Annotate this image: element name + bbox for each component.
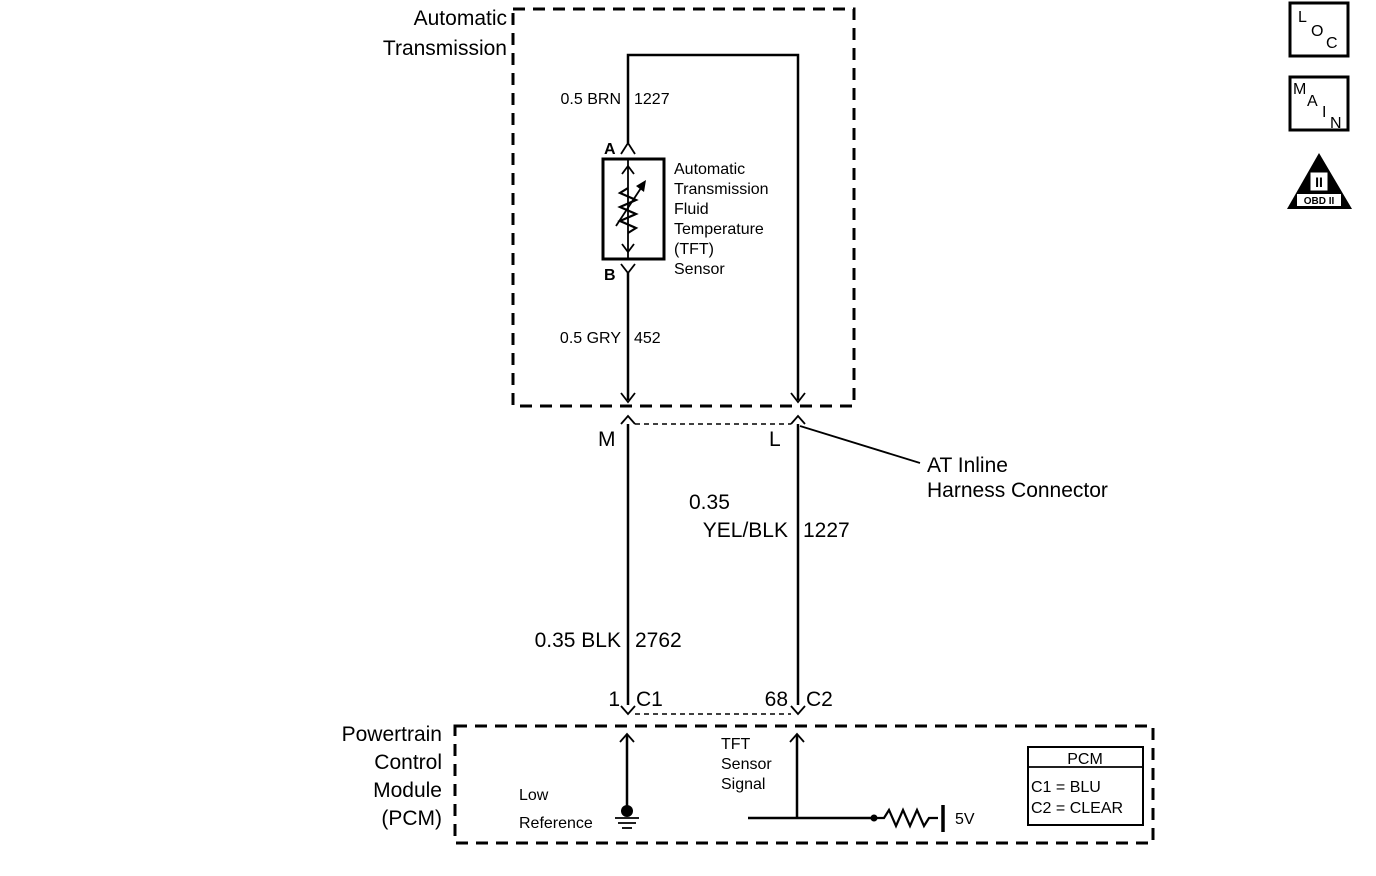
low-ref-arrow (619, 732, 635, 743)
low-ref-label-2: Reference (519, 815, 593, 832)
transmission-title-line1: Automatic (414, 7, 507, 30)
wire-blk-gauge: 0.35 BLK (535, 629, 621, 652)
pcm-pin-1: 1 (608, 688, 620, 711)
pcm-legend-c1: C1 = BLU (1031, 779, 1101, 796)
obd-badge[interactable]: II OBD II (1287, 153, 1352, 209)
transmission-enclosure (511, 7, 856, 408)
tft-signal-label-2: Sensor (721, 756, 772, 773)
wire-yel-blk-color: YEL/BLK (703, 519, 788, 542)
pcm-legend-title: PCM (1067, 751, 1103, 768)
pullup-resistor (877, 807, 938, 829)
sensor-label-1: Automatic (674, 161, 745, 178)
sensor-arrow-up (621, 164, 635, 175)
main-badge-m: M (1293, 81, 1306, 98)
loc-badge-c: C (1326, 35, 1338, 52)
main-badge-i: I (1322, 104, 1326, 121)
pcm-conn-c1: C1 (636, 688, 663, 711)
inline-connector-l (790, 414, 806, 425)
tft-signal-arrow (789, 732, 805, 743)
sensor-label-4: Temperature (674, 221, 764, 238)
pullup-node (870, 814, 878, 822)
sensor-label-6: Sensor (674, 261, 725, 278)
arrow-right-down (790, 392, 806, 404)
transmission-title-line2: Transmission (383, 37, 507, 60)
sensor-label-2: Transmission (674, 181, 769, 198)
inline-connector-m (620, 414, 636, 425)
pin-b-connector (620, 263, 636, 275)
pcm-enclosure (453, 724, 1155, 845)
inline-connector-leader (799, 425, 921, 464)
pcm-legend-c2: C2 = CLEAR (1031, 800, 1123, 817)
arrow-gry-down (620, 392, 636, 404)
sensor-pin-b: B (604, 267, 616, 284)
pcm-title-4: (PCM) (381, 807, 442, 830)
pcm-title-1: Powertrain (342, 723, 442, 746)
wire-gry-gauge: 0.5 GRY (560, 330, 621, 347)
main-badge-n: N (1330, 115, 1342, 132)
low-ref-label-1: Low (519, 787, 549, 804)
variable-arrow (615, 184, 644, 227)
tft-signal-label-3: Signal (721, 776, 765, 793)
obd-badge-numeral: II (1315, 174, 1323, 190)
sensor-arrow-down (621, 243, 635, 254)
wire-blk-circuit: 2762 (635, 629, 682, 652)
wire-brn-circuit: 1227 (634, 91, 670, 108)
pcm-connector-c1 (620, 705, 636, 716)
main-badge[interactable]: M A I N (1288, 75, 1350, 132)
wire-yel-blk-circuit: 1227 (803, 519, 850, 542)
sensor-label-5: (TFT) (674, 241, 714, 258)
pcm-connector-c2 (790, 705, 806, 716)
tft-sensor-body (601, 157, 666, 261)
inline-connector-label-2: Harness Connector (927, 479, 1108, 502)
thermistor-symbol (617, 187, 639, 234)
pullup-voltage: 5V (955, 811, 975, 828)
pcm-conn-c2: C2 (806, 688, 833, 711)
pin-a-connector (620, 141, 636, 155)
wire-gry-circuit: 452 (634, 330, 661, 347)
loc-badge[interactable]: L O C (1288, 1, 1350, 58)
tft-signal-label-1: TFT (721, 736, 751, 753)
wire-brn-gauge: 0.5 BRN (561, 91, 621, 108)
ground-node (621, 805, 633, 817)
inline-pin-m: M (598, 428, 616, 451)
obd-badge-text: OBD II (1304, 196, 1335, 207)
sensor-label-3: Fluid (674, 201, 709, 218)
inline-pin-l: L (769, 428, 781, 451)
loc-badge-o: O (1311, 23, 1323, 40)
variable-arrowhead (636, 180, 646, 192)
inline-connector-label-1: AT Inline (927, 454, 1008, 477)
pcm-title-2: Control (374, 751, 442, 774)
wire-yel-blk-gauge: 0.35 (689, 491, 730, 514)
loc-badge-l: L (1298, 9, 1307, 26)
pcm-title-3: Module (373, 779, 442, 802)
main-badge-a: A (1307, 93, 1318, 110)
pcm-pin-68: 68 (765, 688, 788, 711)
sensor-pin-a: A (604, 141, 616, 158)
pcm-legend-box (1027, 746, 1144, 826)
